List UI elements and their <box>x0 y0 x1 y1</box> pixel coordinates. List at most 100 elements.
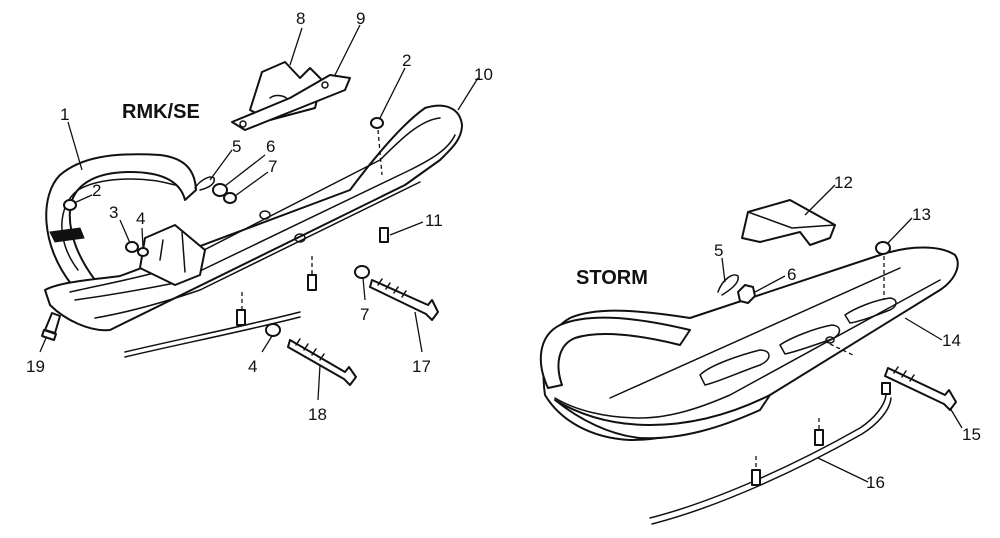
leader-2a <box>73 194 93 204</box>
callout-2-top: 2 <box>402 51 411 70</box>
bolt-storm-15 <box>884 367 957 411</box>
ski-saddle-storm-top <box>747 211 836 229</box>
callout-10: 10 <box>474 65 493 84</box>
callout-6-left: 6 <box>266 137 275 156</box>
callout-11: 11 <box>425 211 443 230</box>
nut-rmk-3 <box>125 241 139 253</box>
hole-rmk-b <box>294 233 306 243</box>
callout-14: 14 <box>942 331 961 350</box>
nut-storm-13 <box>875 241 891 255</box>
ski-body-storm-lower <box>554 394 771 440</box>
washer-rmk-4 <box>137 247 149 257</box>
leader-5b <box>721 257 726 283</box>
leader-13 <box>887 217 913 244</box>
leader-15 <box>949 407 963 429</box>
callout-4-top: 4 <box>136 209 145 228</box>
wear-bar-storm <box>649 394 887 519</box>
ski-spindle-rmk <box>139 224 206 286</box>
leader-4b <box>261 335 273 353</box>
leader-10 <box>457 77 479 111</box>
ski-handle-storm <box>539 316 691 389</box>
nut-rmk-top <box>370 117 384 129</box>
hole-storm <box>825 336 835 344</box>
callout-5-right: 5 <box>714 241 723 260</box>
bolt-storm-15-thread <box>893 366 915 382</box>
callout-7-top: 7 <box>268 157 277 176</box>
washer-rmk-4b <box>265 323 281 337</box>
cotter-pin-storm <box>717 274 739 296</box>
callout-9: 9 <box>356 9 365 28</box>
callout-2-left: 2 <box>92 181 101 200</box>
callout-12: 12 <box>834 173 853 192</box>
leader-17 <box>414 311 423 353</box>
leader-2b-drop <box>377 129 383 176</box>
callout-15: 15 <box>962 425 981 444</box>
section-title-rmk-se: RMK/SE <box>122 101 200 123</box>
wear-bar-rmk-2 <box>124 316 301 358</box>
wear-plate-hole-b <box>321 81 329 89</box>
leader-hole-drop <box>829 343 856 357</box>
callout-5-left: 5 <box>232 137 241 156</box>
ski-spindle-rmk-inner <box>159 231 186 273</box>
hole-rmk-a <box>259 210 271 220</box>
ski-body-rmk-top <box>69 117 441 293</box>
wear-plate-hole-a <box>239 120 247 128</box>
leader-4a <box>141 227 144 249</box>
leader-16 <box>817 457 869 483</box>
ski-body-rmk-side <box>94 181 421 319</box>
callout-8: 8 <box>296 9 305 28</box>
callout-18: 18 <box>308 405 327 424</box>
section-title-storm: STORM <box>576 267 648 289</box>
stud-rmk-11 <box>379 227 389 243</box>
leader-18 <box>317 364 321 401</box>
ski-body-storm-rib <box>609 267 901 399</box>
storm-assembly: STORM 5 6 12 13 14 15 16 <box>539 173 981 525</box>
ski-body-storm <box>542 246 959 441</box>
ski-saddle-storm <box>741 199 836 246</box>
bolt-rmk-17-thread <box>377 278 407 298</box>
leader-11 <box>389 221 424 236</box>
bolt-rmk-19-head <box>41 329 57 341</box>
washer-rmk-7 <box>354 265 370 279</box>
stud-storm-b <box>814 429 824 446</box>
nut-storm-6 <box>737 284 756 304</box>
callout-6-right: 6 <box>787 265 796 284</box>
castle-nut-rmk <box>212 183 228 197</box>
wear-bar-storm-2 <box>651 397 892 525</box>
leader-8 <box>289 27 303 66</box>
rmk-se-assembly: RMK/SE 1 2 3 4 5 6 7 8 9 2 10 11 7 17 4 … <box>26 9 493 424</box>
callout-4-bottom: 4 <box>248 357 257 376</box>
cotter-pin-rmk <box>194 176 216 191</box>
leader-14 <box>904 317 943 341</box>
stud-rmk-mid <box>307 274 317 291</box>
callout-1: 1 <box>60 105 69 124</box>
wear-plate-rmk <box>231 74 351 131</box>
stud-storm-a <box>881 382 891 395</box>
callout-3: 3 <box>109 203 118 222</box>
bolt-rmk-18-thread <box>295 338 325 361</box>
leader-9 <box>334 24 361 76</box>
leader-5a <box>209 149 233 181</box>
callout-13: 13 <box>912 205 931 224</box>
leader-12 <box>804 184 836 216</box>
leader-7b <box>362 277 366 301</box>
callout-17: 17 <box>412 357 431 376</box>
ski-handle-rmk-shade <box>49 227 85 243</box>
leader-1 <box>67 121 83 171</box>
leader-6b <box>754 275 786 293</box>
ski-body-storm-slot-b <box>779 324 841 355</box>
stud-storm-c <box>751 469 761 486</box>
ski-body-storm-slot-c <box>844 297 897 324</box>
leader-3 <box>119 219 131 244</box>
stud-rmk-low <box>236 309 246 326</box>
leader-6a <box>224 154 266 187</box>
wear-bar-rmk <box>124 311 301 353</box>
bolt-rmk-19 <box>44 312 61 334</box>
ski-body-storm-edge <box>554 279 941 419</box>
bolt-rmk-17 <box>369 279 439 321</box>
callout-19: 19 <box>26 357 45 376</box>
callout-16: 16 <box>866 473 885 492</box>
leader-19 <box>39 337 47 353</box>
nut-rmk-left <box>63 199 77 211</box>
